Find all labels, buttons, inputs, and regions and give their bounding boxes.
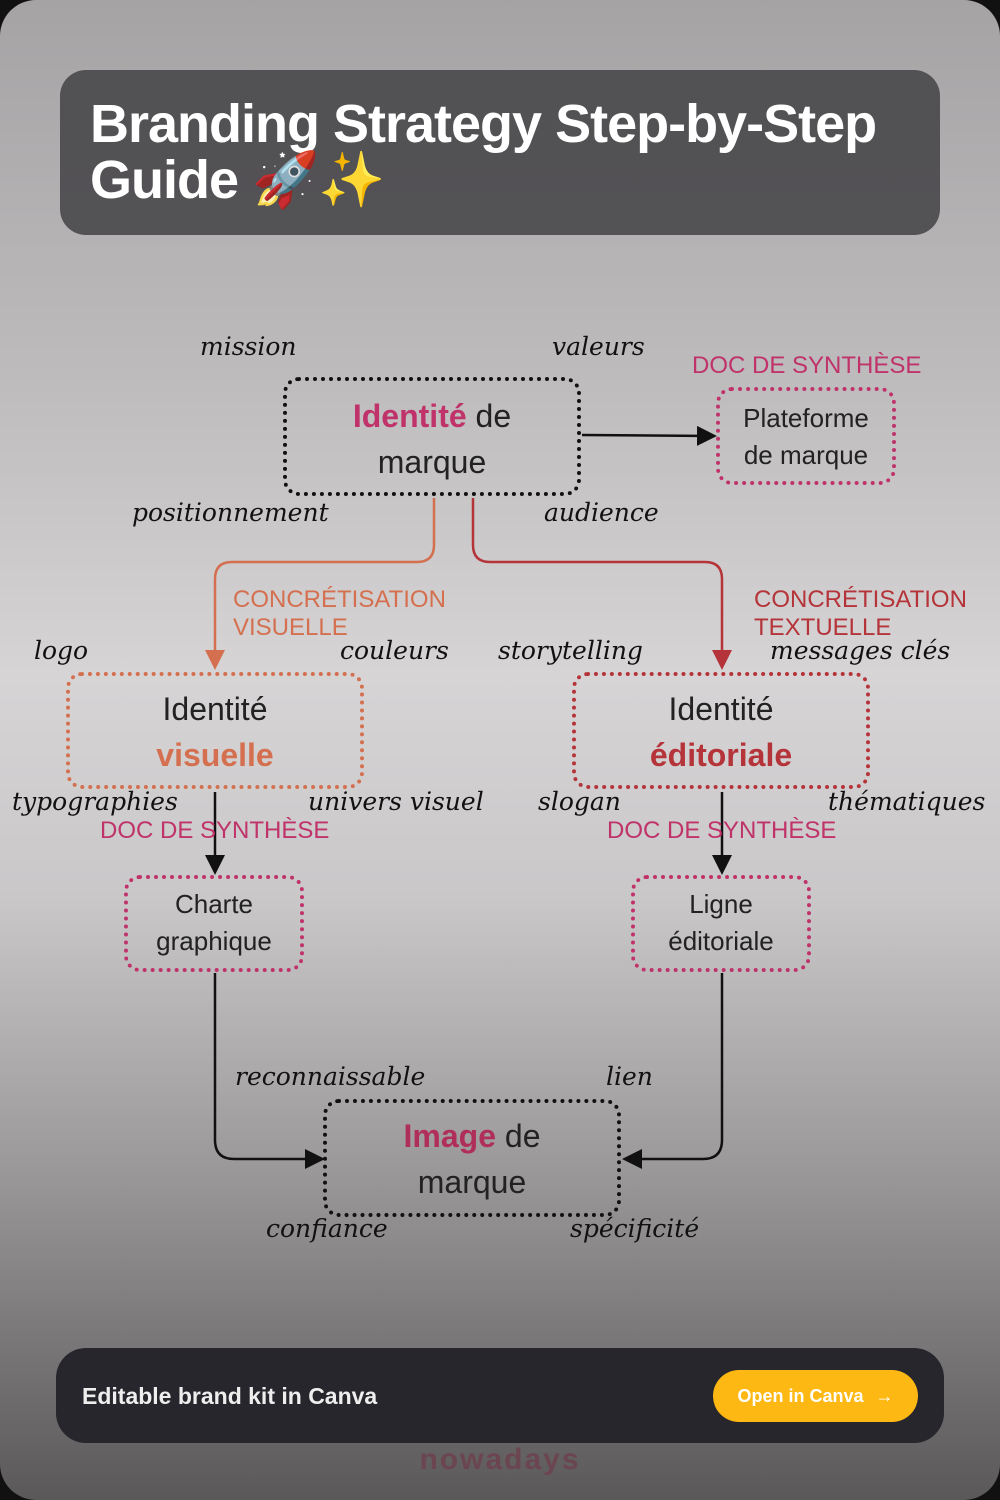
node-identite-editoriale: Identité éditoriale xyxy=(572,672,870,789)
node-plateforme-de-marque: Plateforme de marque xyxy=(716,387,896,485)
keyword: valeurs xyxy=(552,332,645,361)
node-text: graphique xyxy=(156,926,272,956)
keyword: audience xyxy=(544,498,659,527)
node-accent: éditoriale xyxy=(649,737,793,773)
node-text: marque xyxy=(417,1164,527,1200)
keyword: spécificité xyxy=(570,1214,700,1243)
node-image-de-marque: Image de marque xyxy=(323,1099,621,1217)
keyword: confiance xyxy=(266,1214,388,1243)
keyword: mission xyxy=(200,332,297,361)
node-ligne-editoriale: Ligne éditoriale xyxy=(631,875,811,972)
node-text: de xyxy=(496,1118,541,1154)
node-charte-graphique: Charte graphique xyxy=(124,875,304,972)
arrow-to-plateforme xyxy=(581,425,717,446)
node-text: Identité xyxy=(162,691,268,727)
keyword: messages clés xyxy=(770,636,951,665)
keyword: logo xyxy=(34,636,89,665)
node-text: de xyxy=(466,398,512,434)
banner-text: Editable brand kit in Canva xyxy=(82,1383,378,1409)
keyword: thématiques xyxy=(828,787,986,816)
node-identite-de-marque: Identité de marque xyxy=(283,377,581,496)
node-text: Ligne xyxy=(689,889,753,919)
node-text: de marque xyxy=(743,440,869,470)
arrow-to-visuelle xyxy=(205,498,436,670)
arrow-right-icon: → xyxy=(875,1385,894,1406)
open-in-canva-button[interactable]: Open in Canva → xyxy=(713,1370,918,1422)
keyword: couleurs xyxy=(340,636,449,665)
node-accent: visuelle xyxy=(156,737,274,773)
keyword: storytelling xyxy=(498,636,643,665)
caption-line: VISUELLE xyxy=(233,614,348,641)
arrow-charte-to-image xyxy=(213,973,325,1169)
page-title: Branding Strategy Step-by-Step Guide 🚀✨ xyxy=(90,94,877,210)
caption-line: CONCRÉTISATION xyxy=(754,586,967,613)
node-text: marque xyxy=(377,444,487,480)
nowadays-logo: nowadays xyxy=(419,1443,581,1476)
caption-doc-synthese: DOC DE SYNTHÈSE xyxy=(607,817,837,844)
caption-line: CONCRÉTISATION xyxy=(233,586,446,613)
button-label: Open in Canva xyxy=(737,1385,864,1406)
node-identite-visuelle: Identité visuelle xyxy=(66,672,364,789)
keyword: univers visuel xyxy=(308,787,484,816)
node-text: éditoriale xyxy=(668,926,774,956)
node-text: Plateforme xyxy=(743,403,869,433)
arrow-ligne-to-image xyxy=(622,973,724,1169)
keyword: reconnaissable xyxy=(235,1062,426,1091)
title-card xyxy=(60,70,940,235)
node-accent: Identité xyxy=(352,398,467,434)
caption-line: TEXTUELLE xyxy=(754,614,892,641)
caption-doc-synthese: DOC DE SYNTHÈSE xyxy=(692,352,922,379)
keyword: lien xyxy=(606,1062,653,1091)
node-text: Charte xyxy=(174,889,254,919)
keyword: typographies xyxy=(12,787,178,816)
caption-doc-synthese: DOC DE SYNTHÈSE xyxy=(100,817,330,844)
keyword: positionnement xyxy=(132,498,329,527)
node-text: Identité xyxy=(668,691,774,727)
arrow-to-editoriale xyxy=(471,498,732,670)
keyword: slogan xyxy=(538,787,621,816)
node-accent: Image xyxy=(403,1118,496,1154)
